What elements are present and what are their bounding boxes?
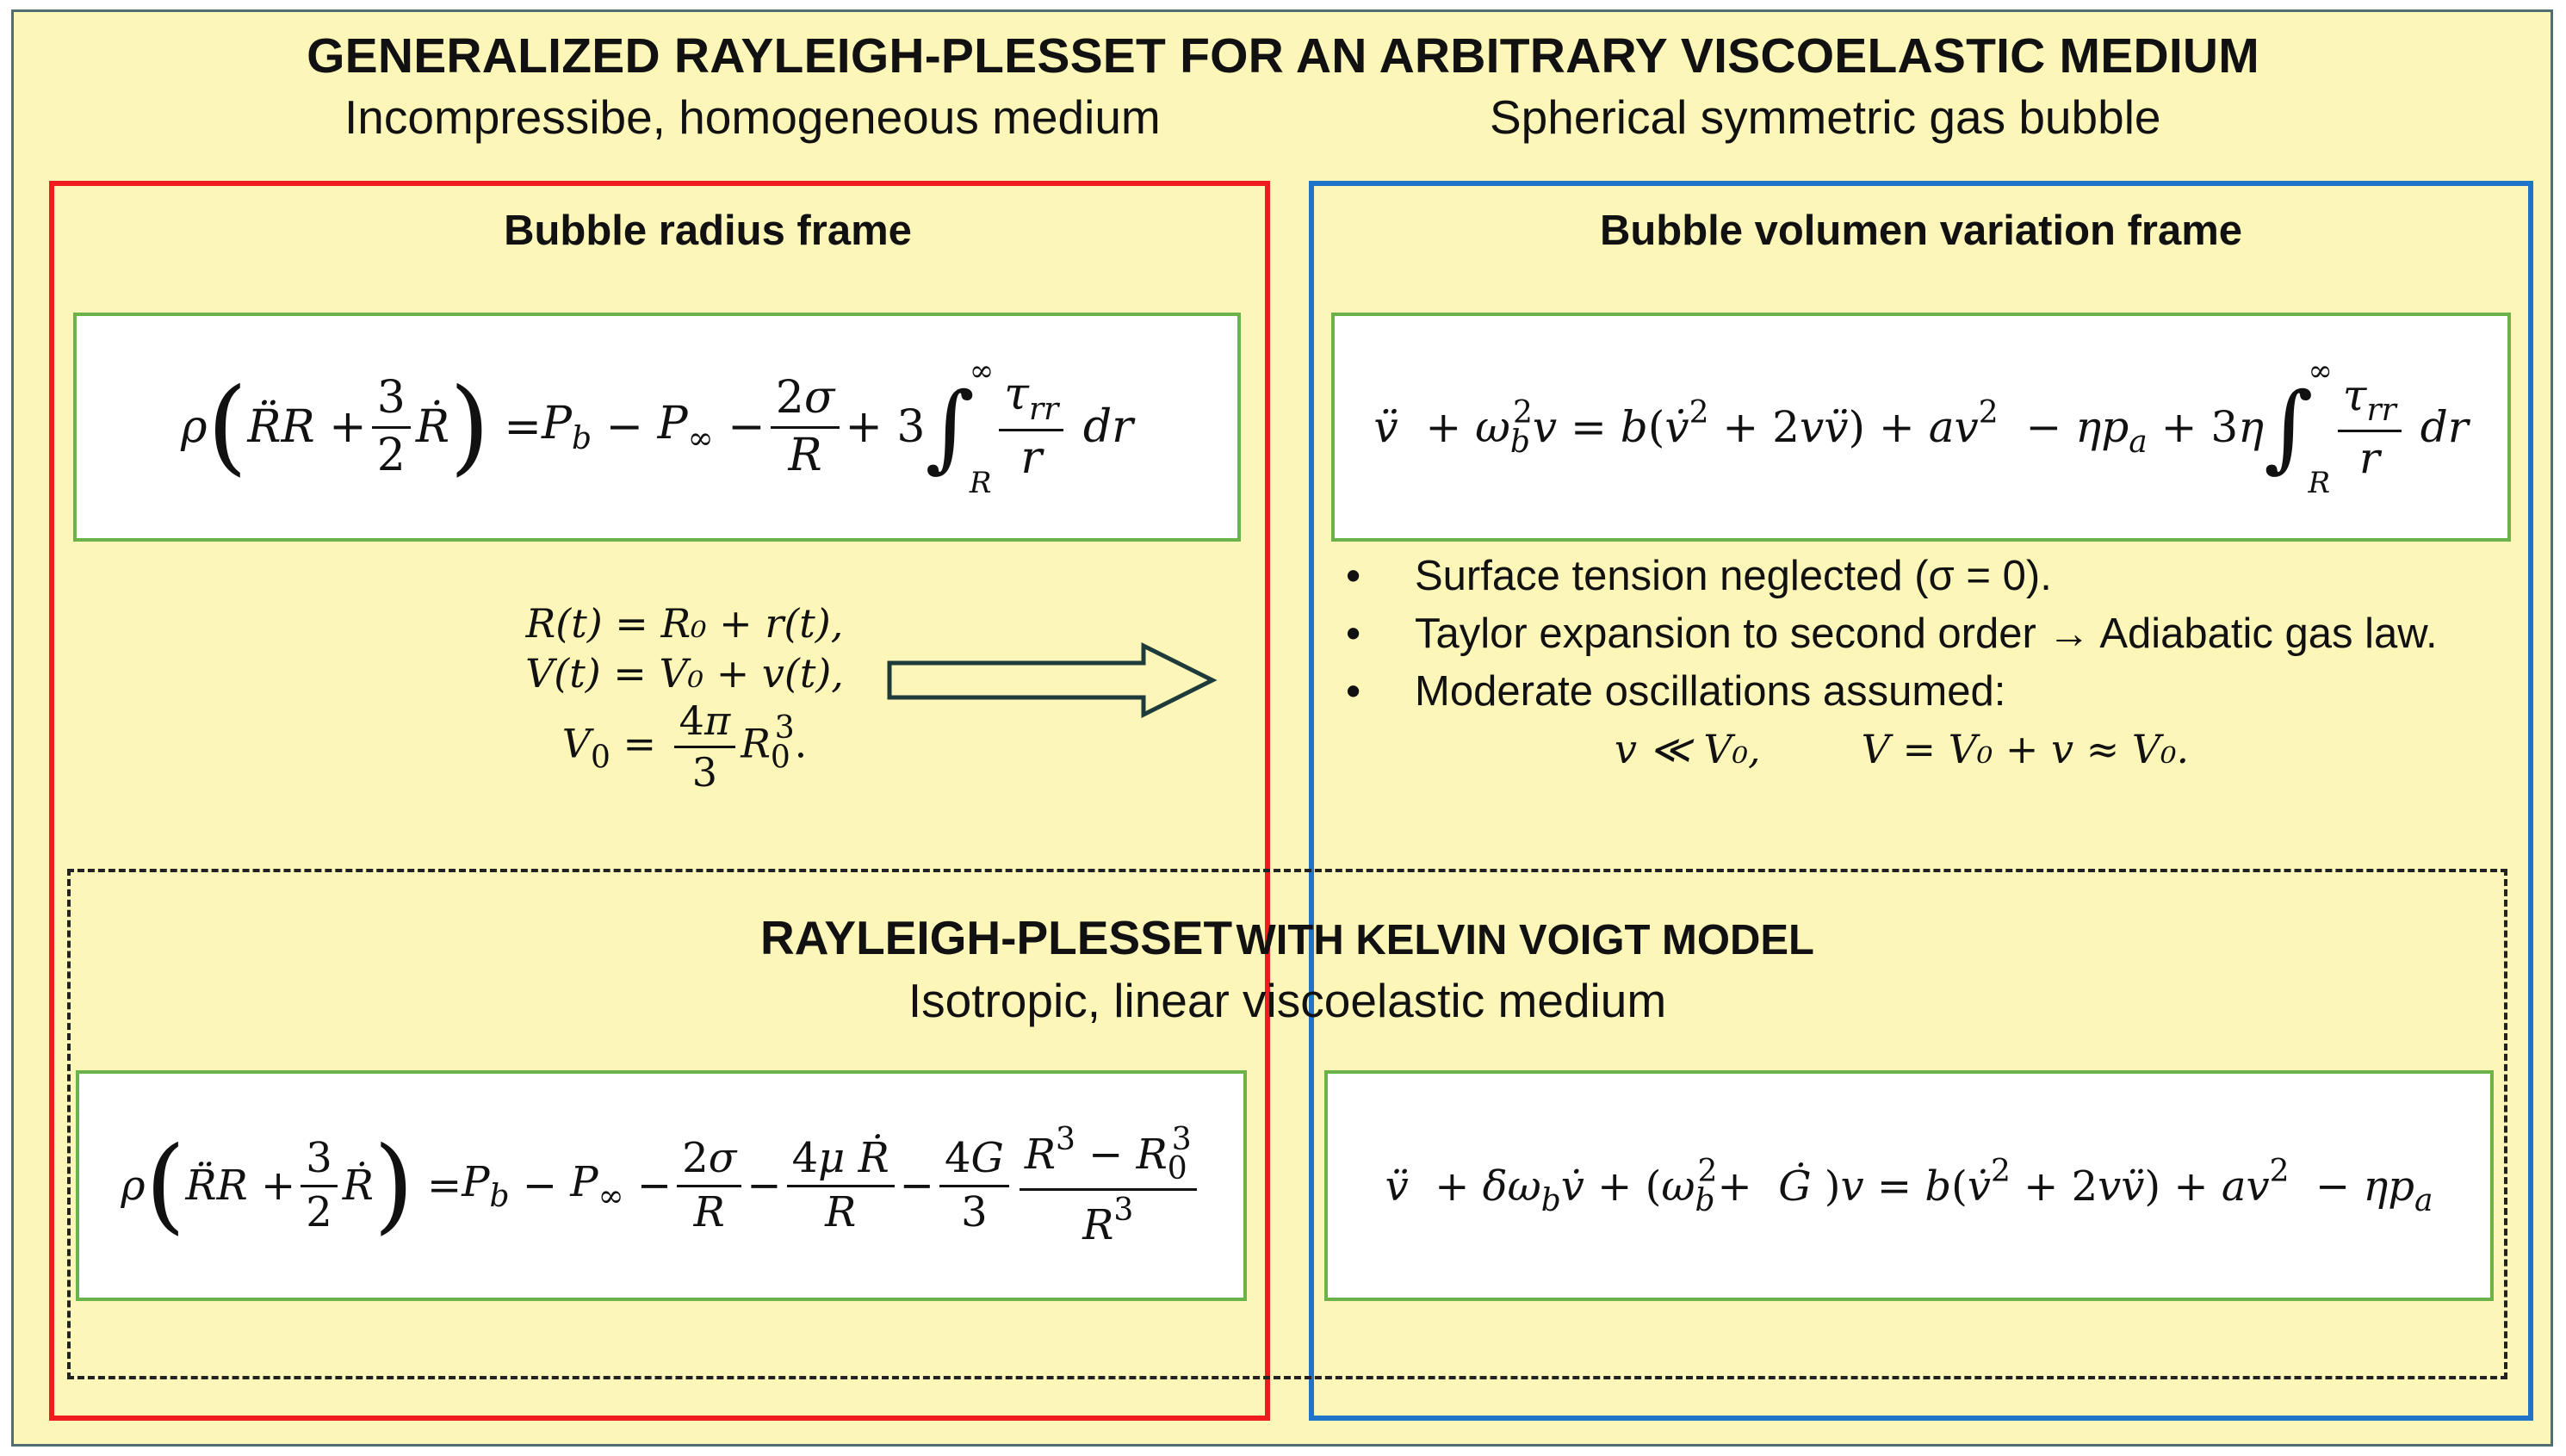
subtitle-bubble: Spherical symmetric gas bubble: [1490, 90, 2161, 144]
assumption-list: •Surface tension neglected (σ = 0). •Tay…: [1339, 548, 2484, 778]
kelvin-voigt-title: RAYLEIGH-PLESSET WITH KELVIN VOIGT MODEL: [67, 910, 2507, 965]
bubble-radius-frame-title: Bubble radius frame: [504, 208, 912, 254]
subtitle-medium: Incompressibe, homogeneous medium: [344, 90, 1161, 144]
assumption-item: •Taylor expansion to second order → Adia…: [1346, 610, 2438, 657]
equation-volume-kelvin-voigt: v̈ + δωbv̇ + (ωb2+ Ġ )v = b(v̇2 + 2vv̈) …: [1324, 1070, 2494, 1301]
equation-volume-general: v̈ + ωb2v = b(v̇2 + 2vv̈) + av2 − ηpa + …: [1331, 313, 2511, 542]
volume-variation-frame-title: Bubble volumen variation frame: [1599, 208, 2243, 254]
right-outline-arrow-icon: [887, 641, 1218, 719]
volume-definition: V(t) = V₀ + v(t),: [525, 650, 844, 697]
radius-definition: R(t) = R₀ + r(t),: [525, 600, 844, 647]
kelvin-voigt-region: [67, 869, 2507, 1379]
kelvin-voigt-subtitle: Isotropic, linear viscoelastic medium: [908, 974, 1667, 1027]
assumption-item: •Moderate oscillations assumed:: [1346, 668, 2006, 715]
volume-variation-frame: [1309, 181, 2533, 1421]
moderate-oscillation-condition: v ≪ V₀, V = V₀ + v ≈ V₀.: [1615, 726, 2190, 772]
diagram-title: GENERALIZED RAYLEIGH-PLESSET FOR AN ARBI…: [307, 28, 2259, 84]
substitution-definitions: R(t) = R₀ + r(t), V(t) = V₀ + v(t), V0 =…: [469, 598, 900, 796]
bubble-radius-frame: [49, 181, 1270, 1421]
kelvin-voigt-title-main: RAYLEIGH-PLESSET: [760, 911, 1233, 964]
assumption-item: •Surface tension neglected (σ = 0).: [1346, 553, 2052, 599]
kelvin-voigt-title-rest: WITH KELVIN VOIGT MODEL: [1236, 917, 1814, 963]
